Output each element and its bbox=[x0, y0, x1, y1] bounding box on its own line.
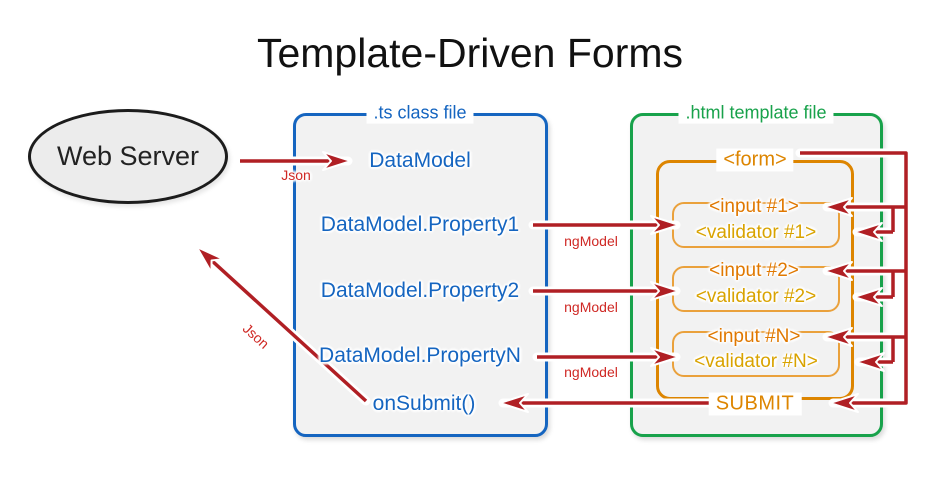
submit-label: SUBMIT bbox=[708, 392, 802, 416]
datamodel-propertyn-item: DataModel.PropertyN bbox=[319, 343, 521, 367]
ngmodel-label-2: ngModel bbox=[564, 298, 618, 315]
input-2-label: <input #2> bbox=[709, 260, 799, 282]
web-server-node: Web Server bbox=[28, 109, 228, 204]
datamodel-item: DataModel bbox=[369, 148, 471, 172]
arrow-json-response bbox=[195, 245, 368, 403]
arrow-form-to-submit bbox=[800, 151, 908, 413]
page-title: Template-Driven Forms bbox=[256, 30, 684, 76]
validator-1-label: <validator #1> bbox=[695, 222, 817, 244]
datamodel-property2-item: DataModel.Property2 bbox=[320, 278, 520, 302]
input-n-label: <input #N> bbox=[707, 326, 801, 348]
ts-class-file-label: .ts class file bbox=[366, 102, 474, 124]
json-request-label: Json bbox=[281, 166, 311, 183]
ts-class-file-box bbox=[293, 113, 548, 437]
datamodel-property1-item: DataModel.Property1 bbox=[320, 212, 520, 236]
validator-2-label: <validator #2> bbox=[695, 286, 817, 308]
ngmodel-label-1: ngModel bbox=[564, 232, 618, 249]
ngmodel-label-n: ngModel bbox=[564, 363, 618, 380]
onsubmit-item: onSubmit() bbox=[372, 391, 476, 415]
html-template-file-label: .html template file bbox=[678, 102, 834, 124]
input-1-label: <input #1> bbox=[709, 196, 799, 218]
validator-n-label: <validator #N> bbox=[694, 351, 818, 373]
form-tag-label: <form> bbox=[716, 148, 794, 172]
web-server-label: Web Server bbox=[56, 141, 200, 171]
